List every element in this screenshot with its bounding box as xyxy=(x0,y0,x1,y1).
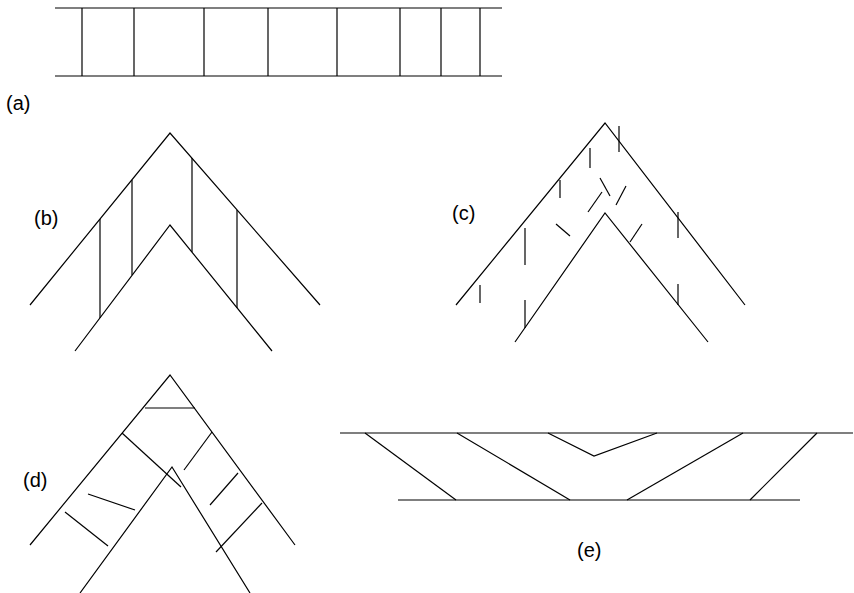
panel-label: (b) xyxy=(34,208,58,228)
inclined-joints xyxy=(340,433,853,500)
panel-label: (a) xyxy=(6,93,30,113)
panel-label: (c) xyxy=(452,203,475,223)
fold-scattered-joints xyxy=(456,123,745,342)
panel-label: (d) xyxy=(23,470,47,490)
panel-label: (e) xyxy=(577,540,601,560)
flat-layer xyxy=(55,8,502,76)
fold-vertical-joints xyxy=(30,133,320,351)
fold-normal-joints xyxy=(30,375,295,593)
